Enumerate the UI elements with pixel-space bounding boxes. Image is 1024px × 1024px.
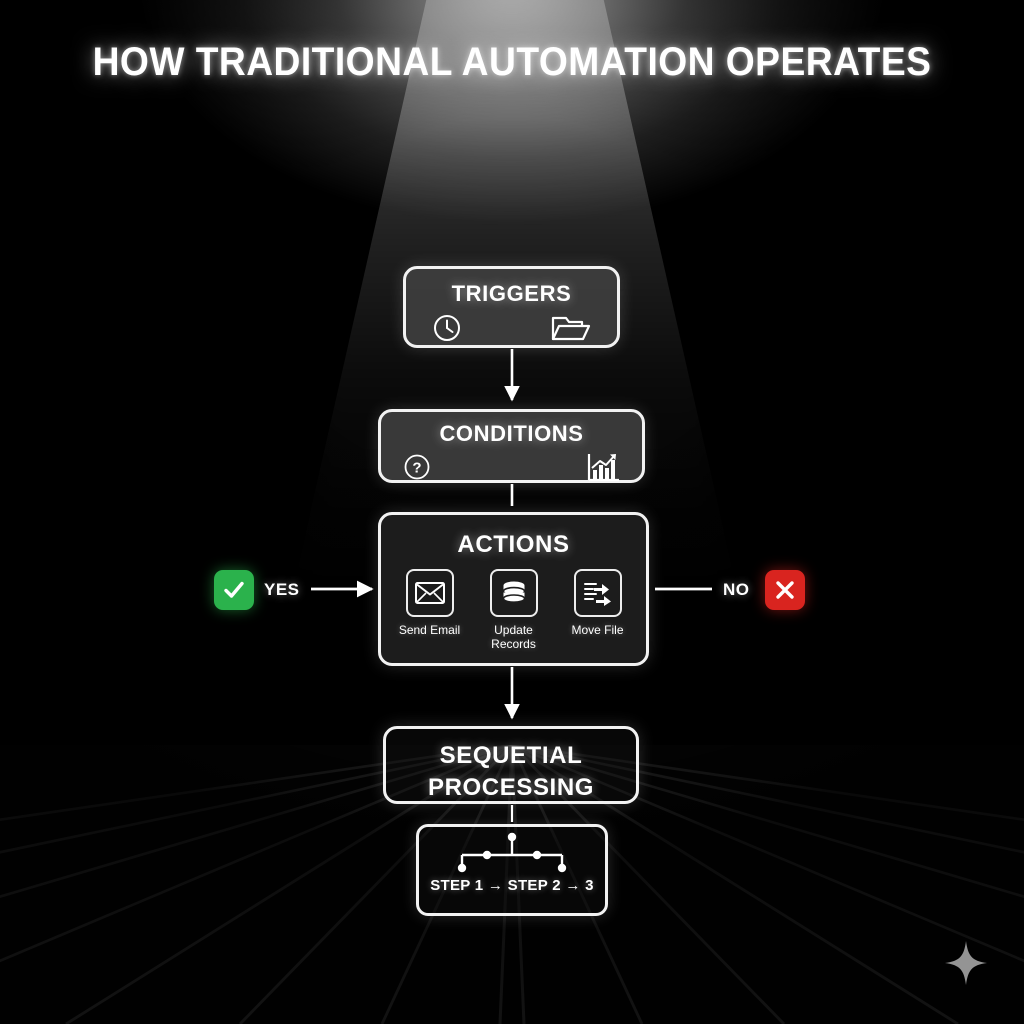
move-file-arrow-icon xyxy=(583,581,611,606)
no-label: NO xyxy=(723,580,750,599)
step-node-diagram xyxy=(419,831,605,875)
no-badge[interactable] xyxy=(765,570,805,610)
node-triggers[interactable]: TRIGGERS xyxy=(403,266,620,348)
sequential-label: SEQUETIAL PROCESSING xyxy=(386,740,636,804)
database-icon xyxy=(502,581,525,603)
triggers-label: TRIGGERS xyxy=(451,281,572,306)
question-mark-circle-icon: ? xyxy=(403,453,431,486)
yes-label: YES xyxy=(264,580,300,599)
svg-text:?: ? xyxy=(412,460,421,477)
node-sequential-processing[interactable]: SEQUETIAL PROCESSING xyxy=(383,726,639,804)
action-label: Update Records xyxy=(491,623,536,651)
clock-icon xyxy=(432,313,462,348)
yes-badge[interactable] xyxy=(214,570,254,610)
action-move-file[interactable]: Move File xyxy=(566,569,630,651)
conditions-label: CONDITIONS xyxy=(439,421,584,446)
node-actions[interactable]: ACTIONS Send Email xyxy=(378,512,649,666)
database-icon-tile xyxy=(489,569,538,617)
action-update-records[interactable]: Update Records xyxy=(482,569,546,651)
bar-chart-trend-icon xyxy=(586,452,620,487)
steps-sequence-label: STEP 1 → STEP 2 → 3 xyxy=(430,877,594,894)
move-file-arrow-icon-tile xyxy=(573,569,622,617)
sequential-line-2: PROCESSING xyxy=(427,774,595,801)
page-title: HOW TRADITIONAL AUTOMATION OPERATES xyxy=(92,40,932,84)
sequential-line-1: SEQUETIAL xyxy=(439,742,583,769)
cross-mark-icon xyxy=(776,581,794,599)
envelope-icon xyxy=(414,582,445,604)
check-mark-icon xyxy=(224,581,244,598)
action-send-email[interactable]: Send Email xyxy=(398,569,462,651)
node-conditions[interactable]: CONDITIONS ? xyxy=(378,409,645,483)
envelope-icon-tile xyxy=(405,569,454,617)
sparkle-star-icon xyxy=(944,940,988,986)
action-label: Move File xyxy=(571,623,624,637)
action-label: Send Email xyxy=(398,623,461,637)
folder-icon xyxy=(551,313,591,348)
actions-label: ACTIONS xyxy=(457,531,570,558)
node-steps[interactable]: STEP 1 → STEP 2 → 3 xyxy=(416,824,608,916)
